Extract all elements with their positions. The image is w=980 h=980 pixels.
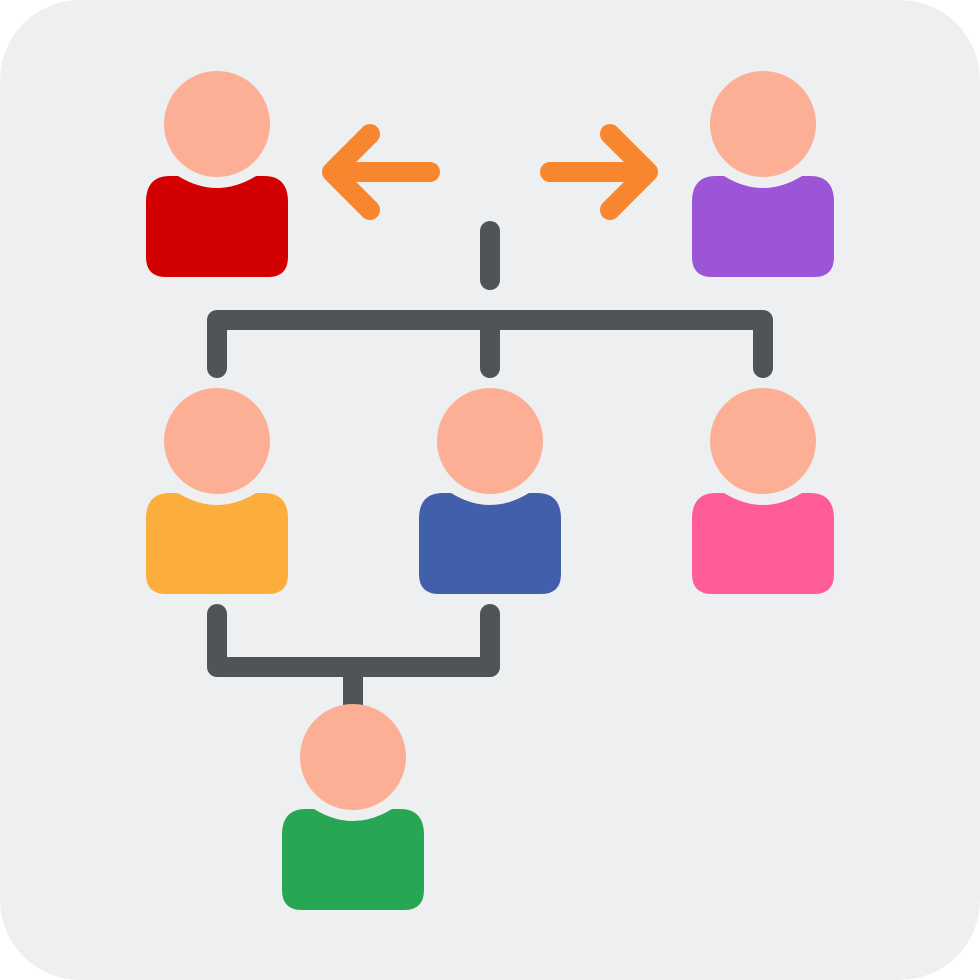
connector-lines	[207, 221, 773, 720]
person-body	[692, 493, 834, 594]
person-body	[146, 493, 288, 594]
person-head	[710, 388, 816, 494]
top-right-person	[692, 71, 834, 277]
arrows-group	[322, 124, 658, 220]
people-layer	[146, 71, 834, 910]
left-arrow-icon	[322, 124, 440, 220]
person-head	[164, 388, 270, 494]
person-body	[419, 493, 561, 594]
middle-left-person	[146, 388, 288, 594]
person-head	[710, 71, 816, 177]
right-arrow-icon	[540, 124, 658, 220]
person-head	[437, 388, 543, 494]
person-body	[692, 176, 834, 277]
person-body	[282, 809, 424, 910]
person-body	[146, 176, 288, 277]
middle-center-person	[419, 388, 561, 594]
person-head	[164, 71, 270, 177]
bottom-person	[282, 704, 424, 910]
top-left-person	[146, 71, 288, 277]
middle-right-person	[692, 388, 834, 594]
person-head	[300, 704, 406, 810]
